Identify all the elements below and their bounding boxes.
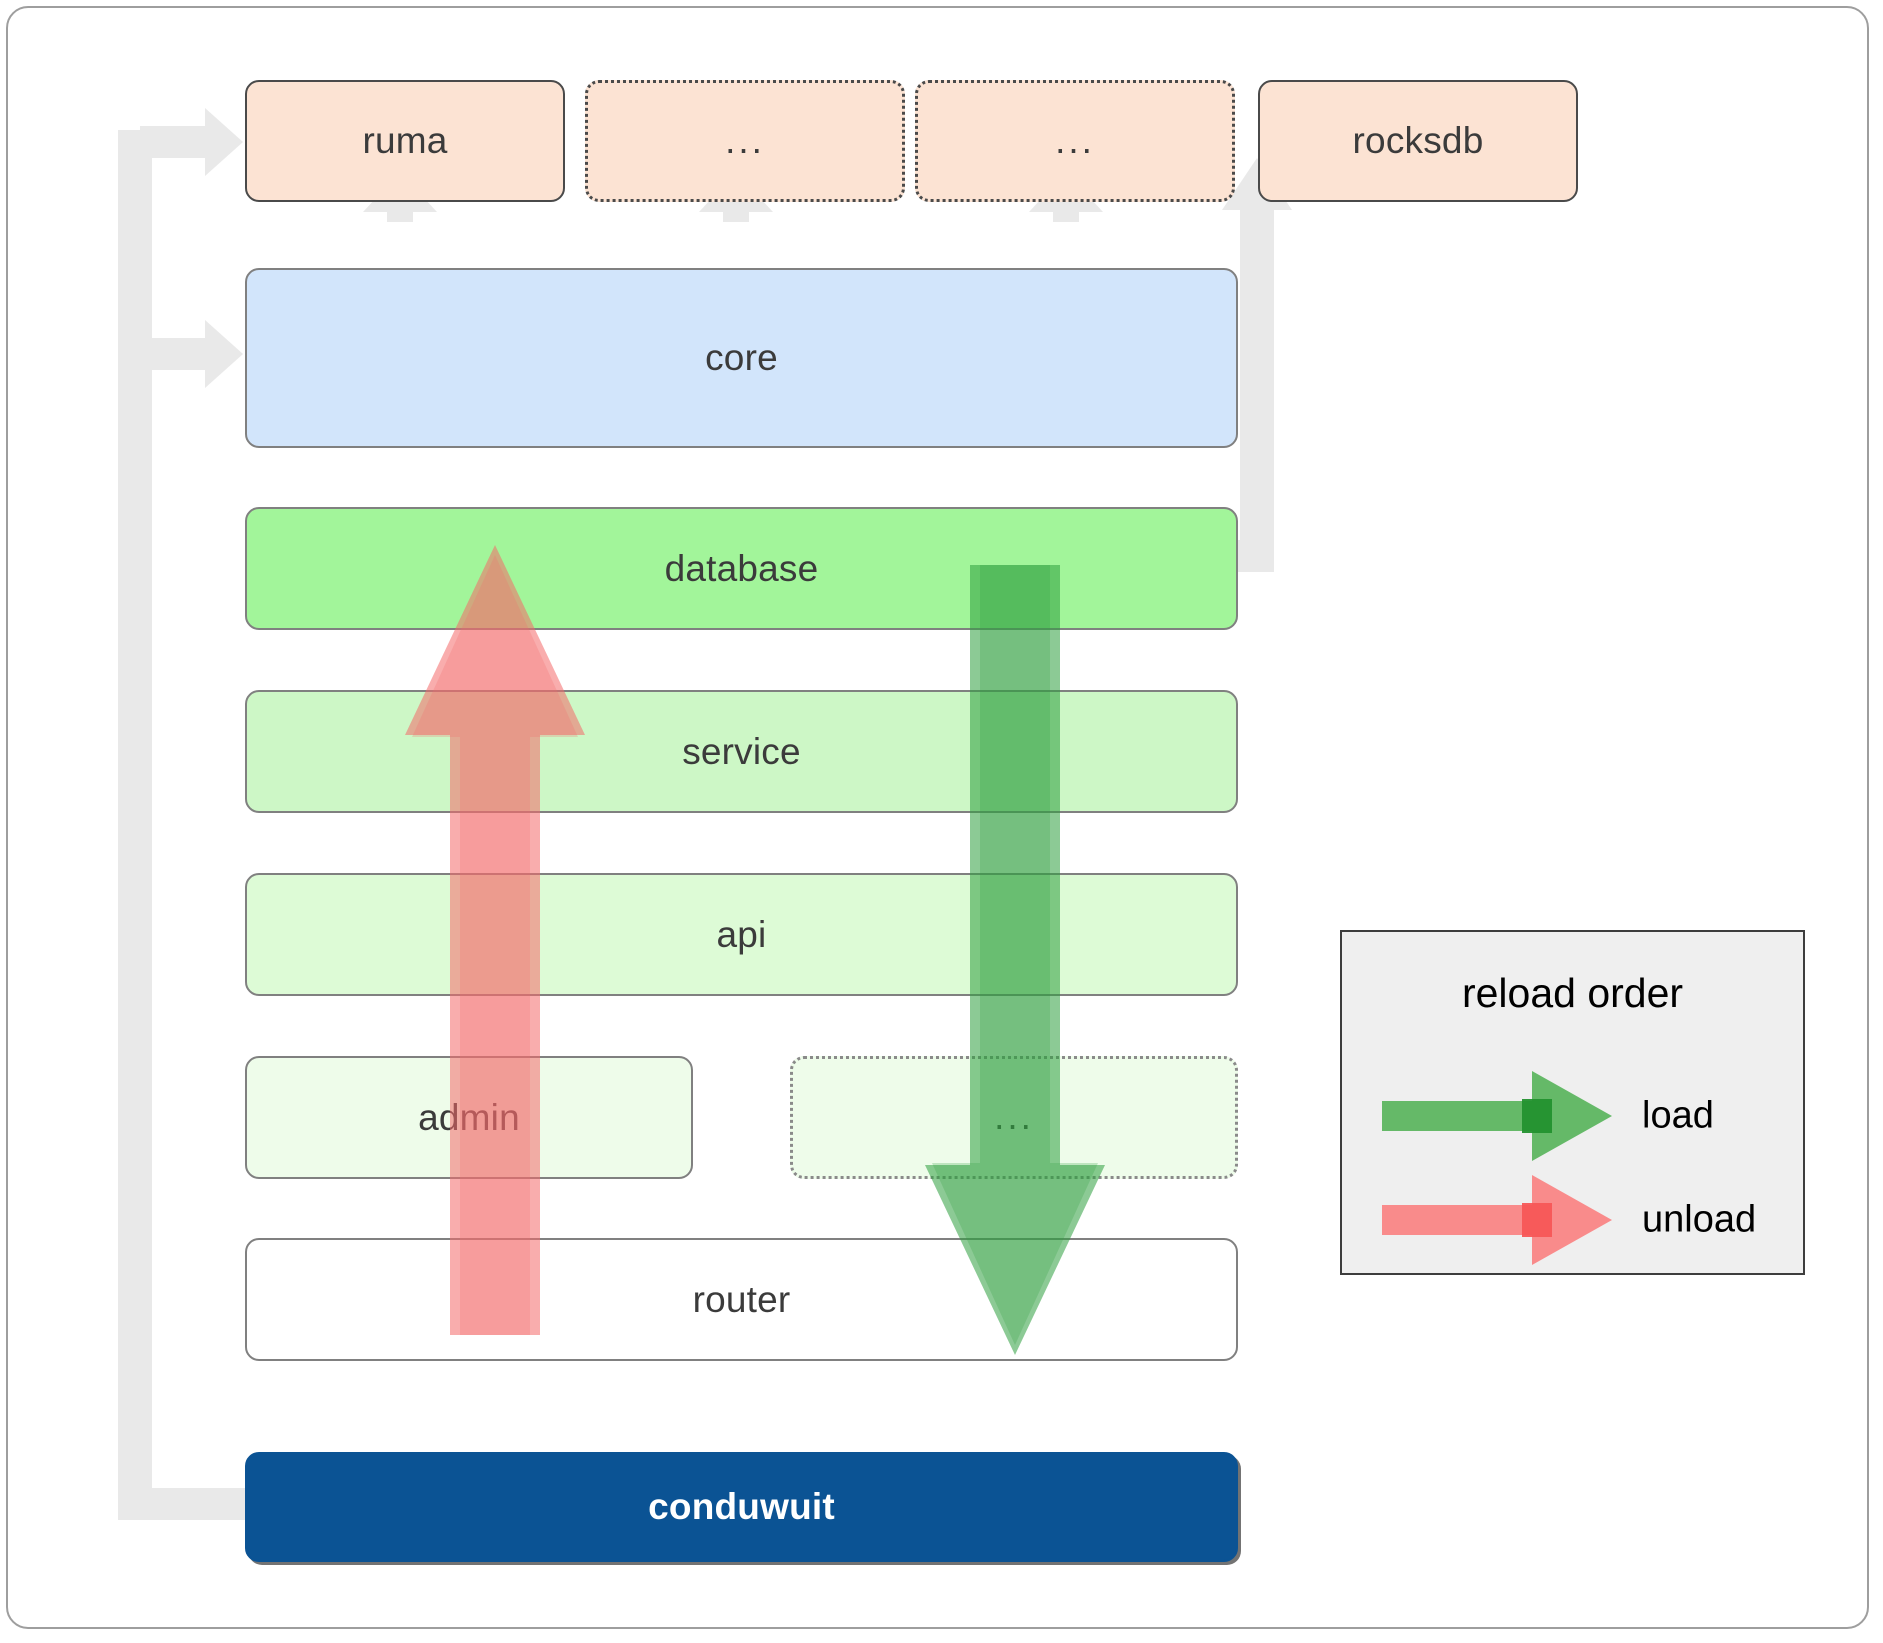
layer-label: admin [418,1096,520,1138]
layer-label: ... [994,1096,1034,1138]
root-label: conduwuit [648,1486,835,1527]
core-box[interactable]: core [245,268,1238,448]
legend-label: load [1642,1094,1714,1137]
external-box-ellipsis-2[interactable]: ... [915,80,1235,202]
external-box-label: ruma [362,120,448,161]
layer-label: router [692,1278,791,1320]
external-box-label: ... [1055,119,1095,161]
core-label: core [705,337,778,378]
layer-label: database [664,547,819,589]
legend-row-load: load [1342,1068,1803,1164]
legend-panel: reload order load unload [1340,930,1805,1275]
legend-title: reload order [1461,970,1684,1016]
legend-row-unload: unload [1342,1172,1803,1268]
layer-box-database[interactable]: database [245,507,1238,630]
layer-box-ellipsis[interactable]: ... [790,1056,1238,1179]
layer-box-admin[interactable]: admin [245,1056,693,1179]
root-box-conduwuit[interactable]: conduwuit [245,1452,1238,1562]
external-box-rocksdb[interactable]: rocksdb [1258,80,1578,202]
layer-box-service[interactable]: service [245,690,1238,813]
external-box-label: rocksdb [1352,120,1484,161]
layer-label: api [716,913,767,955]
external-box-label: ... [725,119,765,161]
legend-label: unload [1642,1198,1757,1241]
layer-label: service [682,730,801,772]
layer-box-router[interactable]: router [245,1238,1238,1361]
layer-box-api[interactable]: api [245,873,1238,996]
external-box-ellipsis-1[interactable]: ... [585,80,905,202]
load-legend-icon [1382,1071,1612,1161]
external-box-ruma[interactable]: ruma [245,80,565,202]
unload-legend-icon [1382,1175,1612,1265]
